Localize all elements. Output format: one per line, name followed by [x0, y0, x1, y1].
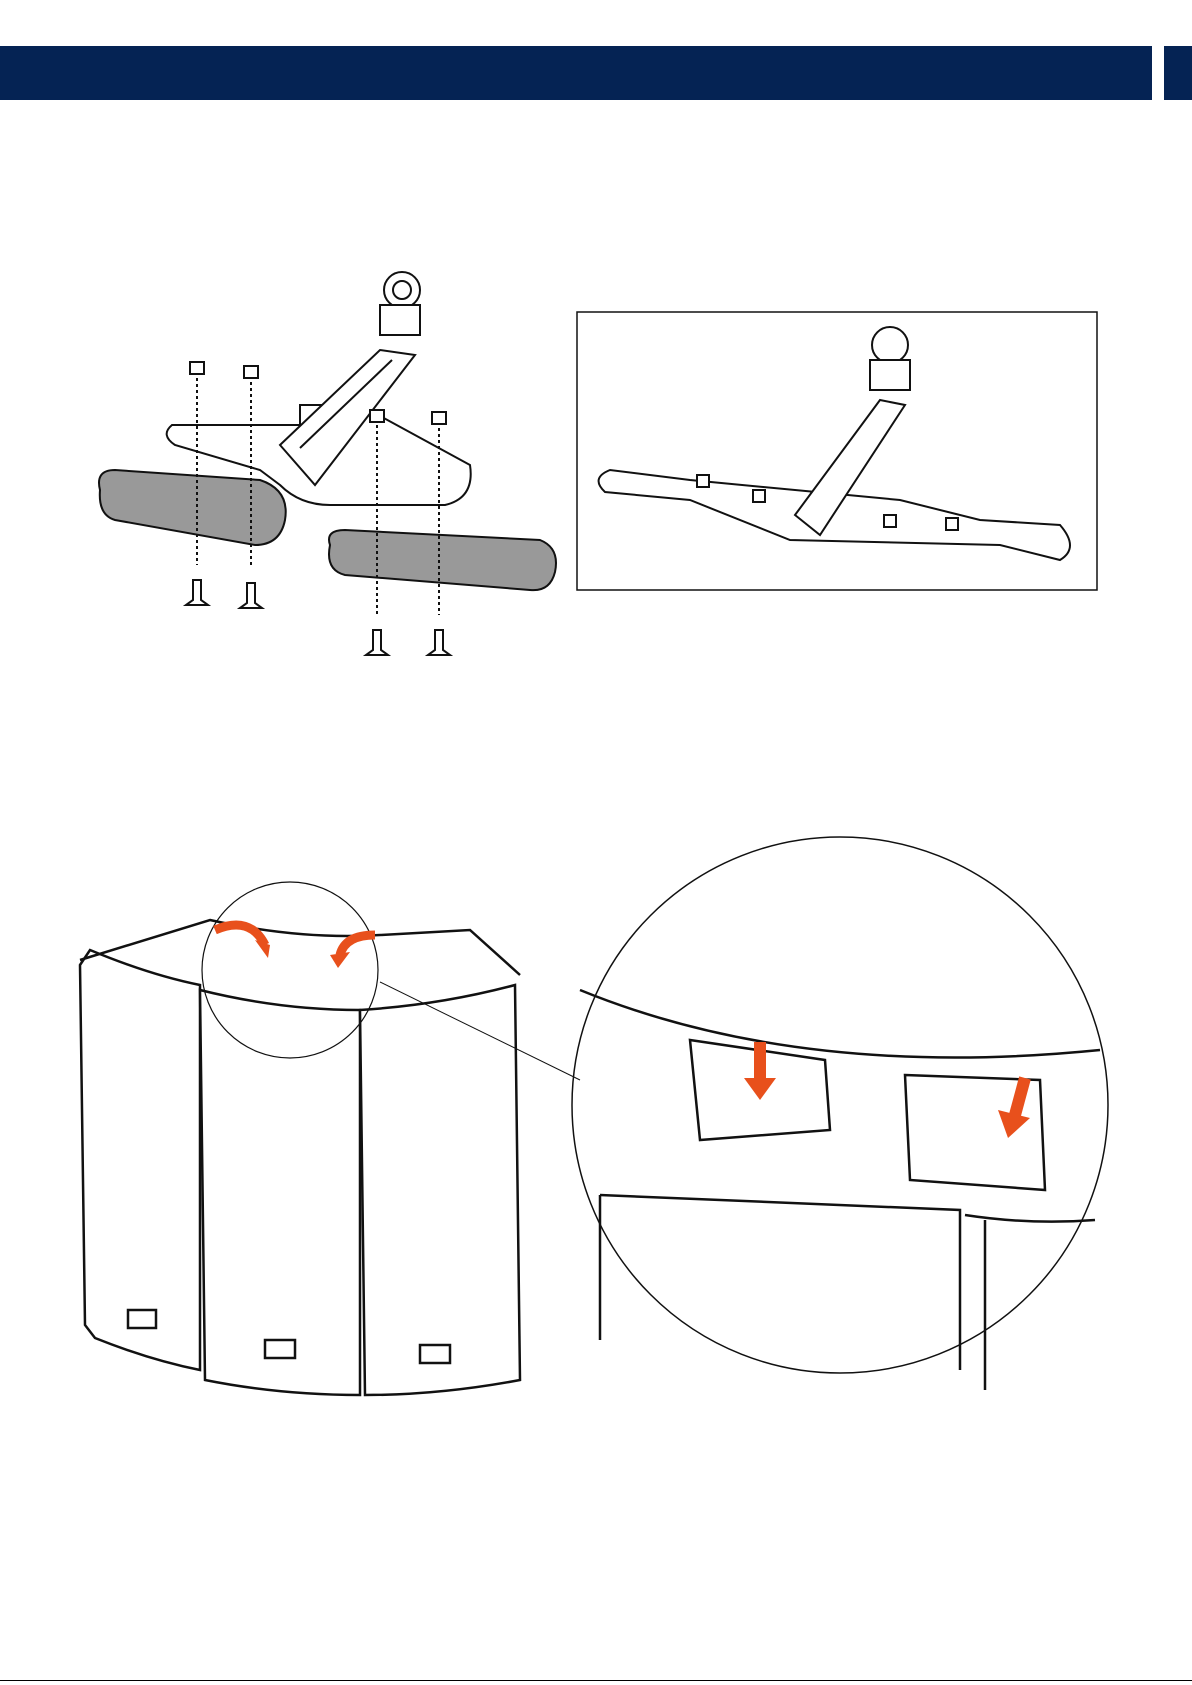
footer-rule [0, 1680, 1192, 1681]
